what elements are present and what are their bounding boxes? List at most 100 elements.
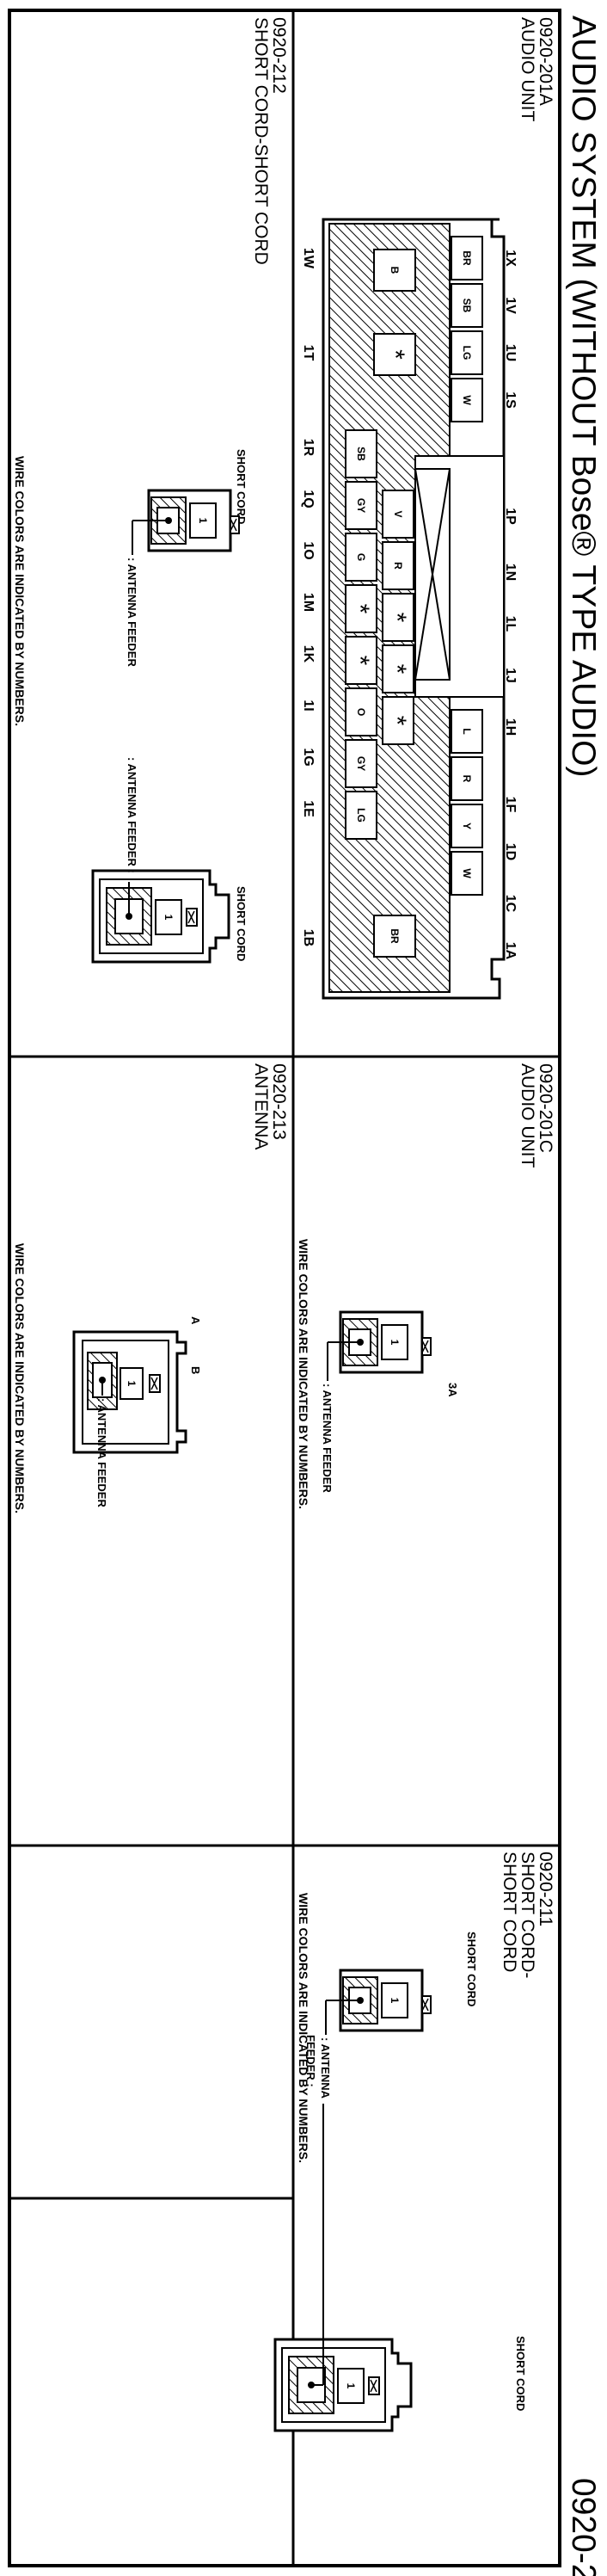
wire-color-note: WIRE COLORS ARE INDICATED BY NUMBERS. <box>13 1243 27 1513</box>
connector-code: 0920-201A <box>536 17 555 106</box>
cavity-1 <box>381 1982 408 2018</box>
antenna-feeder-label-right: : ANTENNA FEEDER : <box>126 757 138 873</box>
page-title: AUDIO SYSTEM (WITHOUT Bose® TYPE AUDIO) <box>565 15 602 777</box>
cavity-row1-0 <box>451 236 483 280</box>
cavity-row2-label-2: * <box>383 613 411 623</box>
antenna-feeder-label-line-2: FEEDER : <box>304 2035 317 2087</box>
cavity-row3-label-4: * <box>346 656 374 666</box>
cavity-row2-3 <box>382 644 414 693</box>
connector-code: 0920-212 <box>269 17 289 94</box>
antenna-feeder-label: : ANTENNA FEEDER <box>95 1398 108 1507</box>
cavity-row3-7 <box>345 791 377 840</box>
pin-label-bottom-7: 1I <box>301 699 316 711</box>
cavity-1 <box>155 899 182 935</box>
cavity-row1-4 <box>451 709 483 754</box>
cavity-row1-label-3: W <box>461 395 473 405</box>
page-number: 0920-2a <box>565 2478 602 2576</box>
cavity-star <box>373 333 416 376</box>
cavity-row1-label-6: Y <box>461 823 473 829</box>
cavity-1 <box>381 1324 408 1360</box>
cavity-row3-label-7: LG <box>355 808 367 823</box>
pin-label-top-1: 1V <box>503 297 518 314</box>
connector-lock <box>421 1995 432 2014</box>
cavity-row2-4 <box>382 696 414 745</box>
cavity-1-label: 1 <box>126 1381 138 1387</box>
pin-label-top-12: 1A <box>503 942 518 960</box>
connector-code: 0920-211 <box>536 1852 555 1926</box>
pin-label-top-7: 1J <box>503 668 518 683</box>
cavity-row1-1 <box>451 283 483 328</box>
cavity-row3-4 <box>345 636 377 685</box>
cavity-b <box>373 249 416 292</box>
pin-label-top-11: 1C <box>503 895 518 913</box>
cavity-row1-label-0: BR <box>461 250 473 266</box>
cavity-star-label: * <box>381 349 409 360</box>
pin-label-top-8: 1H <box>503 718 518 736</box>
cavity-br <box>373 915 416 958</box>
cavity-row2-label-1: R <box>392 562 404 570</box>
panel-0920-213: 0920-213 ANTENNA A B 1 : ANTENNA FEEDER … <box>13 1063 289 1513</box>
cavity-row2-1 <box>382 541 414 590</box>
cavity-1-label: 1 <box>389 1340 401 1346</box>
cavity-row2-2 <box>382 593 414 642</box>
cavity-row1-label-7: W <box>461 868 473 878</box>
pin-label-bottom-3: 1Q <box>301 490 316 508</box>
pin-label-bottom-1: 1T <box>301 345 316 361</box>
pin-label-top-5: 1N <box>503 564 518 581</box>
short-cord-label-right: SHORT CORD <box>514 2336 527 2411</box>
cavity-row2-0 <box>382 490 414 539</box>
connector-code: 0920-201C <box>536 1063 555 1153</box>
cavity-row3-0 <box>345 429 377 478</box>
pin-label-bottom-8: 1G <box>301 748 316 766</box>
pin-label-bottom-2: 1R <box>301 439 316 457</box>
cavity-1 <box>189 502 217 539</box>
cavity-row3-3 <box>345 584 377 633</box>
pin-label-top-6: 1L <box>503 616 518 632</box>
pin-label-bottom-6: 1K <box>301 645 316 663</box>
cavity-row1-2 <box>451 330 483 375</box>
connector-code: 0920-213 <box>269 1063 289 1140</box>
short-cord-connector-right: 1 <box>273 2338 413 2432</box>
cavity-row3-label-6: GY <box>355 756 367 771</box>
connector-lock <box>421 1337 432 1356</box>
cavity-row1-label-1: SB <box>461 299 473 313</box>
pin-label-bottom-4: 1O <box>301 541 316 559</box>
short-cord-label-left: SHORT CORD <box>465 1932 478 2006</box>
cavity-row2-label-0: V <box>392 510 404 517</box>
outer-frame <box>8 9 561 2567</box>
pin-label-bottom-5: 1M <box>301 593 316 612</box>
short-cord-label-right: SHORT CORD <box>235 886 248 961</box>
connector-name: SHORT CORD-SHORT CORD <box>251 17 271 265</box>
cavity-row3-5 <box>345 687 377 736</box>
cavity-row3-6 <box>345 739 377 788</box>
cavity-1-label: 1 <box>389 1998 401 2004</box>
terminal-label-a: A <box>189 1316 202 1325</box>
cavity-row1-5 <box>451 756 483 801</box>
antenna-connector: 1 <box>72 1330 187 1454</box>
connector-cross-b <box>414 468 451 681</box>
wire-color-note: WIRE COLORS ARE INDICATED BY NUMBERS. <box>297 1893 310 2163</box>
connector-name-line-1: SHORT CORD- <box>518 1852 537 1978</box>
antenna-feeder-label-left: : ANTENNA FEEDER <box>126 558 138 667</box>
pin-label-bottom-9: 1E <box>301 800 316 817</box>
cavity-row1-label-5: R <box>461 775 473 783</box>
pin-label-top-9: 1F <box>503 797 518 813</box>
connector-lock <box>230 515 240 534</box>
cavity-1-label: 1 <box>162 915 175 921</box>
short-cord-connector-right: 1 <box>91 869 230 964</box>
connector-name: ANTENNA <box>251 1063 271 1149</box>
panel-0920-212: 0920-212 SHORT CORD-SHORT CORD SHORT COR… <box>13 17 289 964</box>
cavity-row2-label-4: * <box>383 716 411 726</box>
pin-label-3a: 3A <box>446 1383 459 1397</box>
pin-label-top-3: 1S <box>503 391 518 409</box>
panel-0920-201c: 0920-201C AUDIO UNIT 1 3A : ANTENNA FEED… <box>297 1063 555 1509</box>
cavity-row1-7 <box>451 851 483 896</box>
cavity-row3-label-3: * <box>346 604 374 614</box>
cavity-row2-label-3: * <box>383 664 411 675</box>
cavity-row3-label-5: O <box>355 708 367 716</box>
cavity-row3-1 <box>345 481 377 530</box>
pin-label-top-10: 1D <box>503 843 518 860</box>
connector-name: AUDIO UNIT <box>518 1063 537 1168</box>
